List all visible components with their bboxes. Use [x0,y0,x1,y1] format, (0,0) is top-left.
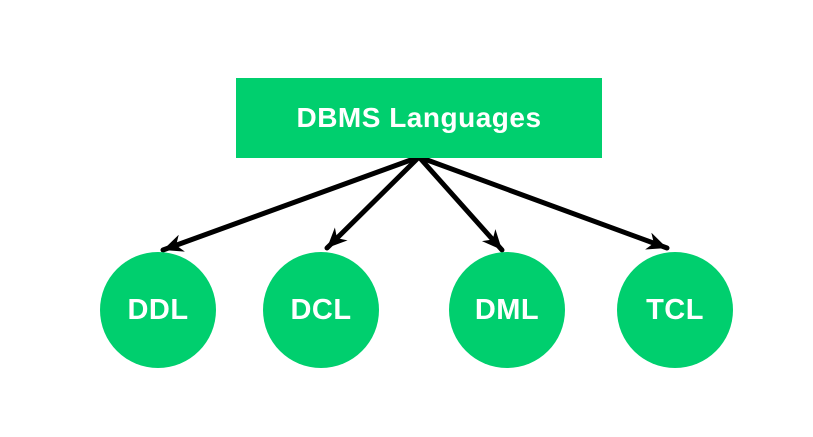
child-node-dcl: DCL [263,252,379,368]
child-node-ddl-label: DDL [127,293,189,326]
root-node-dbms-languages: DBMS Languages [236,78,602,158]
child-node-ddl: DDL [100,252,216,368]
arrow-root-to-dml [416,154,505,253]
child-node-dml: DML [449,252,565,368]
arrow-root-to-ddl [160,154,422,253]
child-node-dml-label: DML [474,293,540,326]
child-node-tcl-label: TCL [646,293,704,326]
child-node-tcl: TCL [617,252,733,368]
arrow-root-to-dcl [324,154,422,251]
child-node-dcl-label: DCL [290,293,352,326]
root-node-label: DBMS Languages [296,102,542,133]
arrow-root-to-tcl [416,154,670,251]
